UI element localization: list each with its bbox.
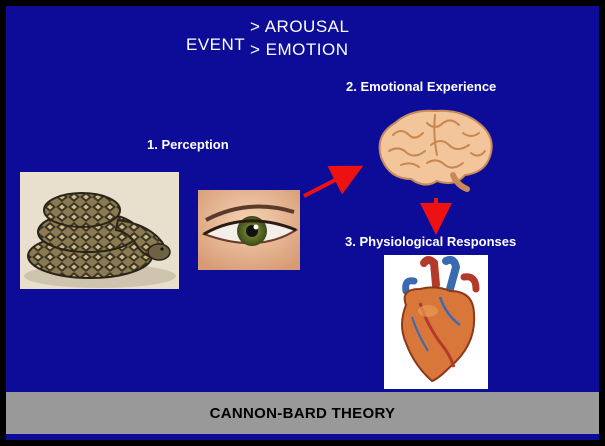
event-label: EVENT bbox=[186, 35, 245, 55]
eye-image bbox=[198, 190, 300, 270]
snake-image bbox=[20, 172, 179, 289]
title-banner: CANNON-BARD THEORY bbox=[6, 392, 599, 434]
arrow-perception-to-emotion bbox=[304, 173, 349, 196]
perception-label: 1. Perception bbox=[147, 137, 229, 152]
arousal-label: > AROUSAL bbox=[250, 17, 349, 37]
emotion-label: > EMOTION bbox=[250, 40, 348, 60]
emotional-experience-label: 2. Emotional Experience bbox=[346, 79, 496, 94]
brain-image bbox=[371, 105, 497, 193]
heart-image bbox=[384, 255, 488, 389]
theory-title: CANNON-BARD THEORY bbox=[210, 405, 396, 422]
physiological-responses-label: 3. Physiological Responses bbox=[345, 234, 516, 249]
slide: EVENT > AROUSAL > EMOTION 1. Perception … bbox=[6, 6, 599, 440]
